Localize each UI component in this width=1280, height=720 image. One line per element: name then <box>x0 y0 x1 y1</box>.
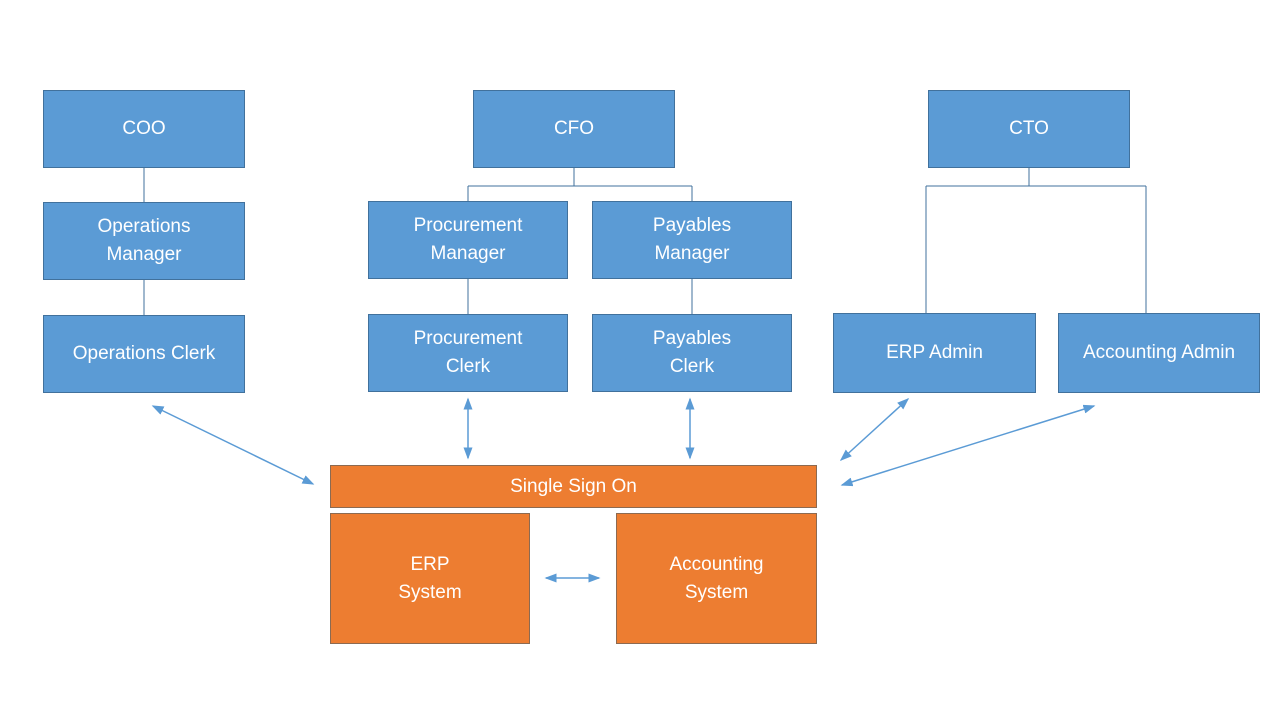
connector-cto-admins <box>925 168 1147 313</box>
node-cto: CTO <box>928 90 1130 168</box>
node-operations-clerk: Operations Clerk <box>43 315 245 393</box>
node-erp-system: ERP System <box>330 513 530 644</box>
connector-cfo-managers <box>467 168 693 201</box>
node-coo: COO <box>43 90 245 168</box>
node-payables-manager: Payables Manager <box>592 201 792 279</box>
node-procurement-clerk: Procurement Clerk <box>368 314 568 392</box>
arrow-acctadmin-sso <box>840 404 1096 487</box>
node-operations-manager: Operations Manager <box>43 202 245 280</box>
arrow-erpadmin-sso <box>839 397 910 462</box>
node-single-sign-on: Single Sign On <box>330 465 817 508</box>
node-payables-clerk: Payables Clerk <box>592 314 792 392</box>
node-accounting-system: Accounting System <box>616 513 817 644</box>
node-erp-admin: ERP Admin <box>833 313 1036 393</box>
node-accounting-admin: Accounting Admin <box>1058 313 1260 393</box>
arrow-opsclerk-sso <box>151 405 315 485</box>
node-procurement-manager: Procurement Manager <box>368 201 568 279</box>
node-cfo: CFO <box>473 90 675 168</box>
